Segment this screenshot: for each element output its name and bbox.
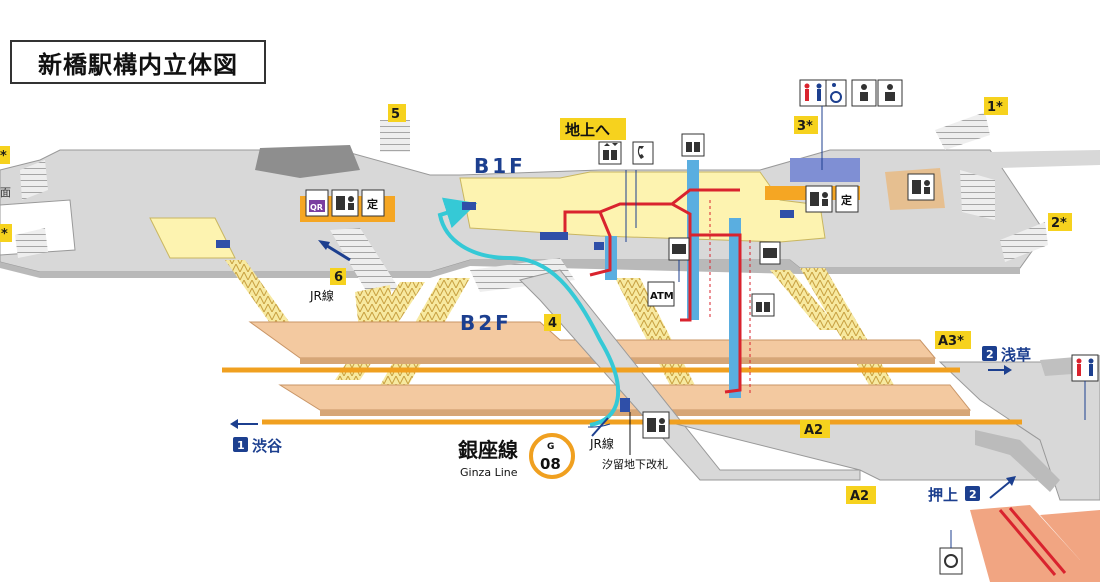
- wheelchair-icon: [825, 79, 847, 107]
- exit-left-top-tag[interactable]: *: [0, 146, 10, 164]
- ginza-line-label: 銀座線: [458, 438, 518, 462]
- svg-text:A3*: A3*: [938, 334, 964, 349]
- svg-text:G: G: [547, 442, 554, 452]
- fare-adjust-icon: 定: [835, 185, 859, 213]
- svg-text:6: 6: [334, 270, 343, 285]
- ticket-machine-icon: [805, 185, 833, 213]
- exit-a2-track-tag[interactable]: A2: [800, 420, 830, 438]
- toilet-icon: [1071, 354, 1099, 382]
- fare-adjust-icon: 定: [361, 189, 385, 217]
- svg-text:2: 2: [969, 488, 977, 501]
- direction-oshiage: 押上 2: [928, 476, 1016, 504]
- svg-text:*: *: [0, 149, 7, 164]
- jr-line-label: JR線: [309, 288, 334, 303]
- svg-text:1: 1: [237, 439, 245, 452]
- exit-left-edge-label: 面: [0, 186, 11, 199]
- exit-2-tag[interactable]: 2*: [1048, 213, 1072, 231]
- exit-5-tag[interactable]: 5: [388, 104, 406, 122]
- lower-right-area: [970, 430, 1100, 582]
- atm-icon: ATM: [647, 281, 675, 307]
- elevator-icon: [681, 133, 705, 157]
- svg-text:地上へ: 地上へ: [565, 121, 610, 139]
- svg-text:2*: 2*: [1051, 216, 1067, 231]
- exit-4-tag[interactable]: 4: [544, 314, 561, 331]
- toilet-icon: [799, 79, 827, 107]
- svg-text:押上: 押上: [928, 486, 958, 504]
- svg-text:08: 08: [540, 455, 561, 473]
- svg-text:2: 2: [986, 348, 994, 361]
- station-number-badge: G 08: [529, 433, 575, 479]
- exit-6-tag[interactable]: 6: [330, 268, 346, 285]
- exit-a2-bottom-tag[interactable]: A2: [846, 486, 876, 504]
- ticket-vending-icon: [668, 237, 690, 261]
- svg-text:定: 定: [367, 197, 378, 211]
- jr-direction-arrow: [323, 242, 351, 262]
- direction-asakusa: 2 浅草: [982, 346, 1031, 375]
- ticket-machine-icon: [331, 189, 359, 217]
- exit-3-tag[interactable]: 3*: [794, 116, 818, 134]
- svg-text:*: *: [1, 227, 8, 242]
- b1f-concourse: [0, 145, 1100, 278]
- accessible-route-red: [563, 188, 742, 394]
- shiodome-gate-label: 汐留地下改札: [602, 457, 668, 471]
- exit-left-mid-tag[interactable]: *: [0, 224, 12, 242]
- floor-label-b2f: B2F: [460, 311, 512, 335]
- ticket-gates: [216, 202, 794, 412]
- svg-text:定: 定: [841, 193, 852, 207]
- accessible-gate-icon: [939, 547, 963, 575]
- floor-label-b1f: B1F: [474, 154, 526, 178]
- jr-line-label: JR線: [589, 436, 614, 451]
- exit-a3-tag[interactable]: A3*: [935, 331, 971, 349]
- accessible-toilet-icon: [877, 79, 903, 107]
- ticket-machine-icon: [907, 173, 935, 201]
- baby-icon: [851, 79, 877, 107]
- ticket-vending-icon: [759, 241, 781, 265]
- svg-text:4: 4: [548, 316, 557, 331]
- tracks: [222, 367, 1022, 425]
- elevator-icon: [751, 293, 775, 317]
- phone-icon: [632, 141, 654, 165]
- to-ground-label: 地上へ: [560, 118, 626, 140]
- svg-text:A2: A2: [804, 423, 823, 438]
- transfer-route-cyan: [437, 197, 620, 427]
- svg-text:ATM: ATM: [650, 291, 674, 302]
- qr-ticket-icon: QR: [305, 189, 329, 217]
- stairs: [15, 112, 1048, 395]
- elevator-icon: [598, 141, 622, 165]
- svg-text:5: 5: [391, 107, 400, 122]
- svg-text:A2: A2: [850, 489, 869, 504]
- ginza-line-en-label: Ginza Line: [460, 466, 518, 479]
- ticket-machine-icon: [642, 411, 670, 439]
- svg-text:1*: 1*: [987, 100, 1003, 115]
- svg-text:浅草: 浅草: [1001, 346, 1031, 364]
- svg-text:QR: QR: [310, 203, 323, 212]
- exit-1-tag[interactable]: 1*: [984, 97, 1008, 115]
- svg-text:3*: 3*: [797, 119, 813, 134]
- page-title: 新橋駅構内立体図: [10, 40, 266, 84]
- direction-shibuya: 1 渋谷: [230, 419, 283, 455]
- svg-text:渋谷: 渋谷: [252, 437, 283, 455]
